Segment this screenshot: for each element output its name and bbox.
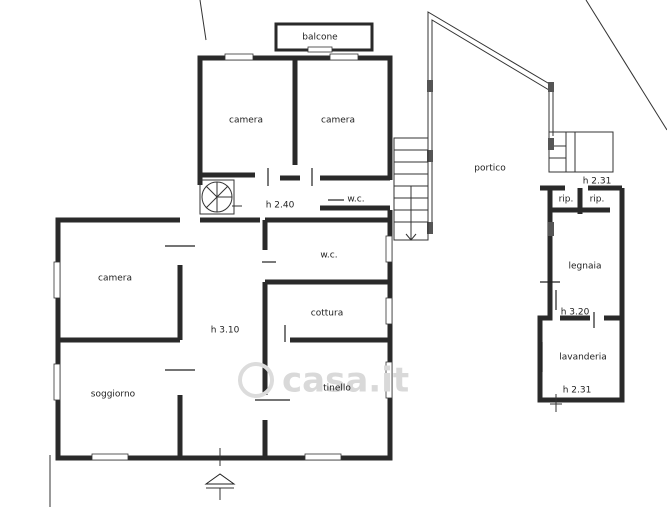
label-legnaia: legnaia <box>569 262 602 272</box>
site-boundary <box>49 0 667 507</box>
label-tinello: tinello <box>323 384 351 394</box>
entrance-arrow-icon <box>204 448 236 500</box>
casa-it-logo-icon <box>238 362 274 398</box>
label-wc-large: w.c. <box>320 251 337 261</box>
label-h-310: h 3.10 <box>211 326 240 336</box>
label-h-240: h 2.40 <box>266 201 295 211</box>
main-walls <box>53 210 393 461</box>
label-cottura: cottura <box>311 309 343 319</box>
label-h-320: h 3.20 <box>561 308 590 318</box>
balcone-room <box>274 22 374 53</box>
label-wc-small: w.c. <box>347 195 364 205</box>
label-camera-left: camera <box>98 274 132 284</box>
label-camera-top-right: camera <box>321 116 355 126</box>
wc-small-walls <box>320 199 390 211</box>
label-h-231-top: h 2.31 <box>583 177 612 187</box>
label-rip-right: rip. <box>590 195 605 205</box>
spiral-staircase-icon <box>199 179 242 215</box>
label-rip-left: rip. <box>559 195 574 205</box>
top-walls <box>197 53 393 186</box>
label-camera-top-left: camera <box>229 116 263 126</box>
label-balcone: balcone <box>302 33 338 43</box>
annex-walls <box>537 131 625 412</box>
label-portico: portico <box>474 164 506 174</box>
room-labels: balcone camera camera w.c. portico h 2.3… <box>91 33 612 400</box>
watermark: casa.it <box>238 361 409 401</box>
label-lavanderia: lavanderia <box>559 353 607 363</box>
stairs <box>393 137 429 241</box>
label-soggiorno: soggiorno <box>91 390 136 400</box>
watermark-text: casa.it <box>282 361 409 401</box>
portico-outline <box>427 11 554 234</box>
label-h-231-bottom: h 2.31 <box>563 386 592 396</box>
